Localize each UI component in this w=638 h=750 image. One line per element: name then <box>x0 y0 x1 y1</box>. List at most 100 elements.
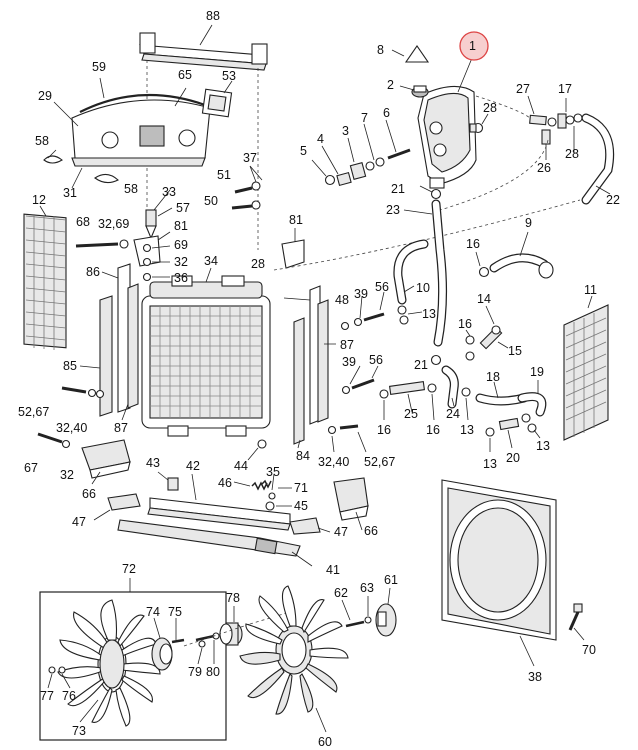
label-2: 2 <box>387 78 394 92</box>
label-35: 35 <box>266 465 280 479</box>
label-45: 45 <box>294 499 308 513</box>
label-70: 70 <box>582 643 596 657</box>
washer-44 <box>257 439 267 449</box>
washers-69-32-36 <box>142 243 152 282</box>
label-39-upper: 39 <box>354 287 368 301</box>
label-32-left: 32 <box>60 468 74 482</box>
label-80: 80 <box>206 665 220 679</box>
label-21-lower: 21 <box>414 358 428 372</box>
label-58-top: 58 <box>35 134 49 148</box>
label-85: 85 <box>63 359 77 373</box>
label-4: 4 <box>317 132 324 146</box>
fan-60-part <box>239 585 349 715</box>
label-29: 29 <box>38 89 52 103</box>
seal-plate-part <box>201 88 233 118</box>
label-56-lower: 56 <box>369 353 383 367</box>
label-56-upper: 56 <box>375 280 389 294</box>
spacer-78-part <box>219 622 243 646</box>
label-63: 63 <box>360 581 374 595</box>
label-18: 18 <box>486 370 500 384</box>
label-13-elbow: 13 <box>460 423 474 437</box>
label-7: 7 <box>361 111 368 125</box>
label-19: 19 <box>530 365 544 379</box>
label-23: 23 <box>386 203 400 217</box>
label-1: 1 <box>469 39 476 53</box>
label-13-upper: 13 <box>422 307 436 321</box>
label-81-left: 81 <box>174 219 188 233</box>
label-87-right: 87 <box>340 338 354 352</box>
label-32-40-left: 32,40 <box>56 421 87 435</box>
label-76: 76 <box>62 689 76 703</box>
washers-77-76 <box>48 666 66 674</box>
label-71: 71 <box>294 481 308 495</box>
upper-shroud-part <box>71 93 211 167</box>
label-50: 50 <box>204 194 218 208</box>
label-77: 77 <box>40 689 54 703</box>
bolts-75 <box>171 638 185 644</box>
hose-18-19 <box>475 392 547 417</box>
label-74: 74 <box>146 605 160 619</box>
label-16-pipe: 16 <box>377 423 391 437</box>
highlight-callout-1[interactable] <box>459 31 489 61</box>
label-6: 6 <box>383 106 390 120</box>
label-37: 37 <box>243 151 257 165</box>
label-67: 67 <box>24 461 38 475</box>
label-8: 8 <box>377 43 384 57</box>
clamp-13-elbow <box>461 387 471 397</box>
label-47-right: 47 <box>334 525 348 539</box>
label-32-69: 32,69 <box>98 217 129 231</box>
left-side-plates <box>99 263 139 417</box>
elbow-24-part <box>441 365 459 409</box>
label-16-elbow: 16 <box>426 423 440 437</box>
label-75: 75 <box>168 605 182 619</box>
label-34: 34 <box>204 254 218 268</box>
fitting-28-tank <box>469 122 484 134</box>
label-13-right: 13 <box>536 439 550 453</box>
hose-10-part <box>393 239 429 305</box>
label-48: 48 <box>335 293 349 307</box>
label-15: 15 <box>508 344 522 358</box>
label-11: 11 <box>584 283 597 297</box>
clamp-13-mid <box>465 351 475 361</box>
label-69: 69 <box>174 238 188 252</box>
clamp-16-mid <box>465 335 475 345</box>
right-side-plates <box>293 285 329 445</box>
label-22: 22 <box>606 193 620 207</box>
bolt-set-48-39-56 <box>340 312 385 395</box>
hub-74-part <box>151 637 173 671</box>
label-61: 61 <box>384 573 398 587</box>
clip-58-bottom <box>94 173 119 184</box>
label-52-67-right: 52,67 <box>364 455 395 469</box>
label-16-upper: 16 <box>466 237 480 251</box>
label-84: 84 <box>296 449 310 463</box>
label-41: 41 <box>326 563 340 577</box>
label-46: 46 <box>218 476 232 490</box>
label-72: 72 <box>122 562 136 576</box>
radiator-core-part <box>141 275 271 437</box>
pipe-25-part <box>379 381 426 399</box>
fan-73-part <box>57 599 161 727</box>
label-32-40-right: 32,40 <box>318 455 349 469</box>
label-43: 43 <box>146 456 160 470</box>
label-39-lower: 39 <box>342 355 356 369</box>
bracket-66-right <box>333 477 369 521</box>
label-78: 78 <box>226 591 240 605</box>
hose-22-part <box>581 113 615 205</box>
label-16-mid: 16 <box>458 317 472 331</box>
label-21-upper: 21 <box>391 182 405 196</box>
label-44: 44 <box>234 459 248 473</box>
clip-58-top <box>43 155 63 164</box>
label-13-lower: 13 <box>483 457 497 471</box>
bolt-67-left <box>37 432 71 449</box>
lower-bracket-41 <box>117 519 301 557</box>
label-28-mid: 28 <box>251 257 265 271</box>
label-53: 53 <box>222 69 236 83</box>
callout-labels: 88 8 1 59 65 53 29 2 27 17 28 7 3 4 5 6 … <box>18 9 620 749</box>
label-32: 32 <box>174 255 188 269</box>
label-14: 14 <box>477 292 491 306</box>
clamp-16-upper <box>478 266 490 278</box>
label-86-left: 86 <box>86 265 100 279</box>
label-65: 65 <box>178 68 192 82</box>
label-87-left: 87 <box>114 421 128 435</box>
